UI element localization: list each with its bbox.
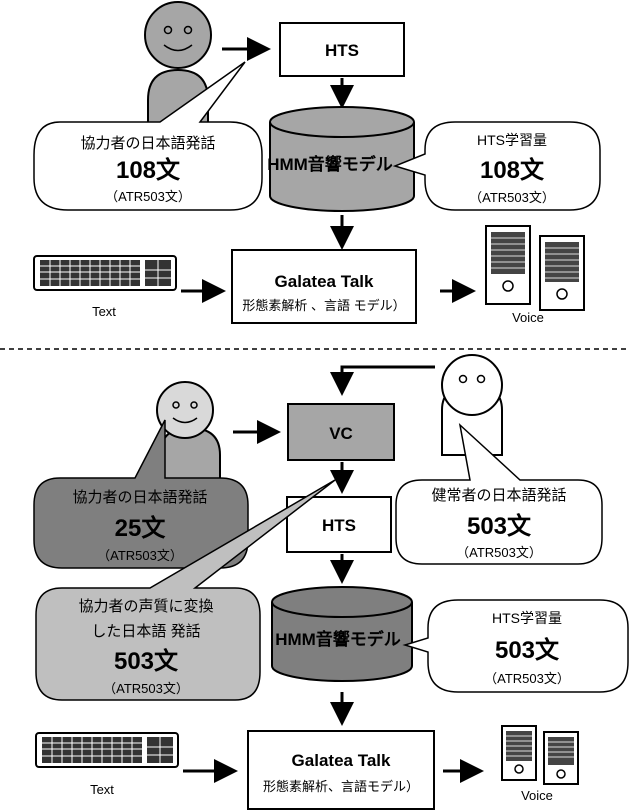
person-healthy-icon <box>441 354 503 456</box>
bubble-healthy-unit: 文 <box>507 512 532 540</box>
bubble-hts-amount-bottom <box>402 599 629 693</box>
bubble-coop-top-line3: （ATR503文） <box>105 189 191 204</box>
bubble-healthy-count: 503文 <box>467 512 532 540</box>
bubble-coop-bottom <box>33 419 249 569</box>
bubble-coop-bottom-line3: （ATR503文） <box>97 548 183 563</box>
bubble-converted-line1: 協力者の声質に変換 <box>78 597 213 615</box>
bubble-hts-bottom-line1: HTS学習量 <box>492 610 562 626</box>
hts-box-bottom <box>286 496 392 553</box>
bubble-hts-bottom-line3: （ATR503文） <box>484 671 570 686</box>
bubble-converted <box>35 479 336 701</box>
bubble-coop-bottom-count: 25文 <box>115 514 167 542</box>
keyboard-icon-top <box>33 255 177 291</box>
bubble-healthy <box>395 422 603 565</box>
bubble-healthy-number: 503 <box>467 513 507 540</box>
bubble-coop-bottom-number: 25 <box>115 515 142 542</box>
voice-label-bottom: Voice <box>521 788 553 803</box>
hmm-cylinder-top <box>269 106 415 212</box>
hts-label-bottom: HTS <box>322 516 356 535</box>
bubble-hts-bottom-count: 503文 <box>495 636 560 664</box>
galatea-title-top: Galatea Talk <box>275 272 374 291</box>
bubble-converted-line4: （ATR503文） <box>103 681 189 696</box>
voice-label-top: Voice <box>512 310 544 325</box>
bubble-coop-top-line1: 協力者の日本語発話 <box>80 135 215 152</box>
galatea-box-bottom <box>247 730 435 810</box>
bubble-coop-top-number: 108 <box>116 157 156 184</box>
bubble-hts-bottom-number: 503 <box>495 637 535 664</box>
galatea-title-bottom: Galatea Talk <box>292 751 391 770</box>
bubble-hts-top-line3: （ATR503文） <box>469 190 555 205</box>
bubble-converted-line2: した日本語 発話 <box>91 623 200 640</box>
bubble-converted-unit: 文 <box>154 647 179 675</box>
bubble-healthy-line1: 健常者の日本語発話 <box>431 487 566 504</box>
bubble-hts-bottom-unit: 文 <box>535 636 560 664</box>
bubble-hts-top-number: 108 <box>480 157 520 184</box>
bubble-hts-top-count: 108文 <box>480 156 545 184</box>
speaker-icon-top <box>485 225 585 311</box>
bubble-converted-count: 503文 <box>114 647 179 675</box>
bubble-coop-top-unit: 文 <box>156 156 181 184</box>
bubble-converted-number: 503 <box>114 648 154 675</box>
galatea-sub-bottom: 形態素解析、言語モデル） <box>263 779 419 794</box>
speaker-icon-bottom <box>501 725 579 785</box>
bubble-coop-bottom-line1: 協力者の日本語発話 <box>72 489 207 506</box>
bubble-coop-bottom-unit: 文 <box>141 514 166 542</box>
galatea-sub-top: 形態素解析 、言語 モデル） <box>242 298 405 313</box>
hmm-label-bottom: HMM音響モデル <box>275 629 401 649</box>
bubble-healthy-line3: （ATR503文） <box>456 545 542 560</box>
galatea-box-top <box>231 249 417 324</box>
bubble-coop-top-count: 108文 <box>116 156 181 184</box>
hmm-label-top: HMM音響モデル <box>267 154 393 174</box>
bubble-hts-top-unit: 文 <box>520 156 545 184</box>
bubble-coop-top <box>33 61 263 211</box>
bubble-hts-top-line1: HTS学習量 <box>477 132 547 148</box>
vc-box <box>287 403 395 461</box>
text-label-bottom: Text <box>90 782 114 797</box>
vc-label: VC <box>329 424 353 443</box>
keyboard-icon-bottom <box>35 732 179 768</box>
hmm-cylinder-bottom <box>271 586 413 682</box>
hts-box-top <box>279 22 405 77</box>
arrow-healthy-to-vc <box>330 365 435 396</box>
hts-label-top: HTS <box>325 41 359 60</box>
bubble-hts-amount-top <box>392 121 601 211</box>
text-label-top: Text <box>92 304 116 319</box>
